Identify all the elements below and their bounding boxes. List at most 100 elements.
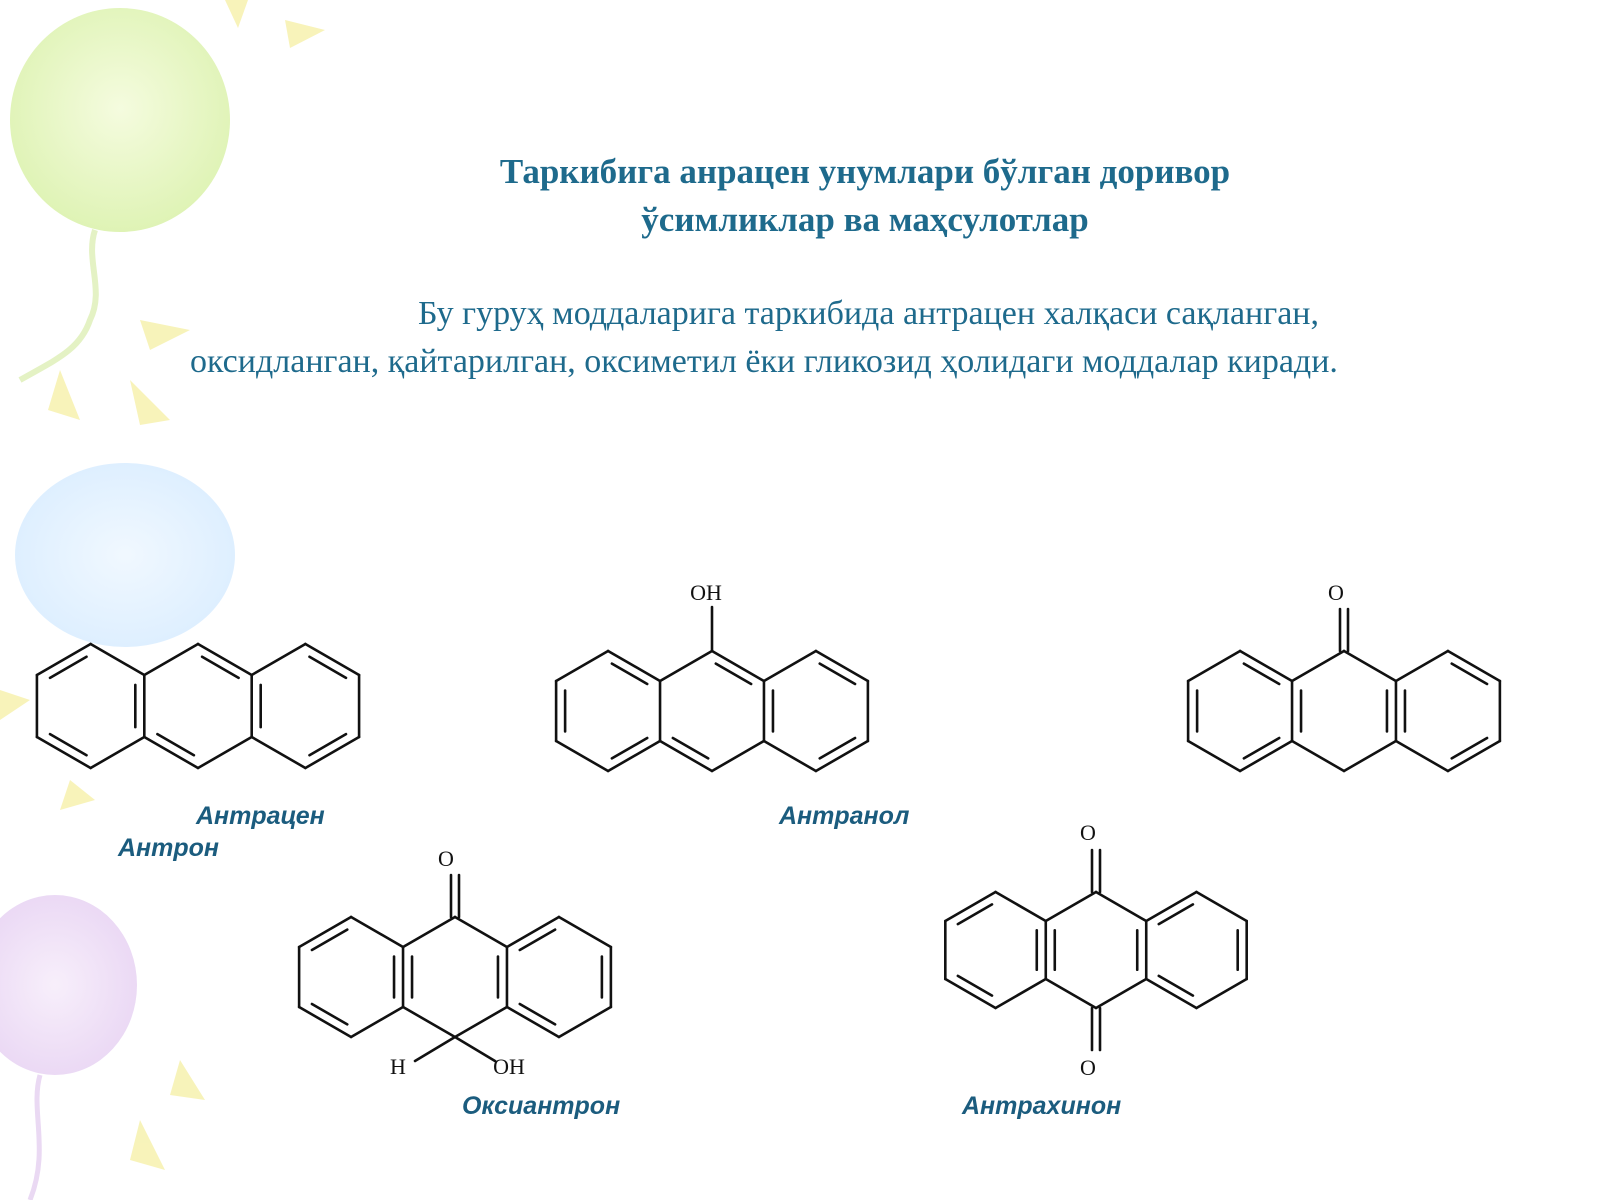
bond-line — [944, 977, 997, 1010]
oxyanthrone-o-label: O — [438, 846, 454, 871]
bond-line — [453, 915, 509, 949]
bond-line — [349, 915, 405, 949]
bond-line — [1094, 977, 1148, 1010]
bond-line — [1342, 649, 1398, 683]
title-line-2: ўсимликлар ва маҳсулотлар — [641, 200, 1089, 239]
paragraph-line-1: Бу гуруҳ моддаларига таркибида антрацен … — [418, 295, 1319, 332]
bond-line — [762, 739, 818, 773]
label-anthrone: Антрон — [118, 834, 220, 862]
bond-line — [401, 915, 457, 949]
bond-line — [658, 649, 714, 683]
bond-line — [1186, 649, 1242, 683]
double-bond-line — [818, 736, 857, 760]
bond-line — [814, 739, 870, 773]
double-bond-line — [714, 662, 753, 686]
label-anthraquinone: Антрахинон — [962, 1092, 1122, 1120]
anthraquinone-top-o-label: O — [1080, 820, 1096, 845]
bond-line — [606, 649, 662, 683]
bond-line — [1186, 739, 1242, 773]
bond-line — [710, 649, 766, 683]
bond-line — [658, 739, 714, 773]
bond-line — [1144, 890, 1198, 923]
molecule-anthraquinone: O O — [944, 820, 1248, 1080]
double-bond-line — [156, 732, 196, 757]
bond-line — [1195, 890, 1248, 923]
bond-line — [505, 915, 561, 949]
bond-line — [89, 642, 146, 677]
slide-title: Таркибига анрацен унумлари бўлган дориво… — [340, 148, 1390, 244]
double-bond-line — [671, 736, 710, 760]
bond-line — [413, 1035, 457, 1063]
bond-line — [196, 735, 253, 770]
molecule-anthrone: O — [1186, 580, 1502, 773]
bond-line — [297, 1005, 353, 1039]
double-bond-line — [518, 1002, 557, 1026]
bond-line — [1446, 649, 1502, 683]
anthranol-oh-label: OH — [690, 580, 722, 605]
double-bond-line — [1242, 736, 1281, 760]
bond-line — [710, 739, 766, 773]
double-bond-line — [310, 1002, 349, 1026]
bond-line — [453, 1035, 497, 1063]
double-bond-line — [518, 928, 557, 952]
intro-paragraph: Бу гуруҳ моддаларига таркибида антрацен … — [190, 290, 1570, 386]
bond-line — [994, 977, 1048, 1010]
bond-line — [1195, 977, 1248, 1010]
bond-line — [814, 649, 870, 683]
bond-line — [1044, 977, 1098, 1010]
bond-line — [606, 739, 662, 773]
oxyanthrone-h-label: H — [390, 1054, 406, 1079]
title-line-1: Таркибига анрацен унумлари бўлган дориво… — [499, 152, 1231, 191]
bond-line — [1094, 890, 1148, 923]
bond-line — [1290, 649, 1346, 683]
bond-line — [143, 642, 200, 677]
label-anthracene: Антрацен — [196, 802, 325, 830]
molecule-anthracene — [35, 642, 361, 770]
bond-line — [762, 649, 818, 683]
bond-line — [304, 642, 361, 677]
purple-balloon-icon — [0, 895, 137, 1075]
bond-line — [1144, 977, 1198, 1010]
bond-line — [1446, 739, 1502, 773]
bond-line — [1394, 649, 1450, 683]
bond-line — [994, 890, 1048, 923]
double-bond-line — [818, 662, 857, 686]
sun-rays-icon — [0, 0, 325, 1170]
bond-line — [1044, 890, 1098, 923]
bond-line — [196, 642, 253, 677]
double-bond-line — [1450, 662, 1489, 686]
anthraquinone-bottom-o-label: O — [1080, 1055, 1096, 1080]
bond-line — [554, 739, 610, 773]
double-bond-line — [200, 655, 240, 680]
bond-line — [453, 1005, 509, 1039]
double-bond-line — [610, 662, 649, 686]
bond-line — [35, 642, 92, 677]
bond-line — [1394, 739, 1450, 773]
bond-line — [1342, 739, 1398, 773]
green-balloon-icon — [10, 8, 230, 232]
label-oxyanthrone: Оксиантрон — [462, 1092, 621, 1120]
bond-line — [143, 735, 200, 770]
bond-line — [557, 1005, 613, 1039]
double-bond-line — [1450, 736, 1489, 760]
bond-line — [349, 1005, 405, 1039]
molecule-anthranol: OH — [554, 580, 870, 773]
double-bond-line — [1157, 974, 1195, 997]
double-bond-line — [1157, 903, 1195, 926]
paragraph-line-2: оксидланган, қайтарилган, оксиметил ёки … — [190, 343, 1338, 380]
bond-line — [1238, 649, 1294, 683]
bond-line — [944, 890, 997, 923]
double-bond-line — [956, 974, 994, 997]
bond-line — [250, 735, 307, 770]
double-bond-line — [308, 732, 348, 757]
molecule-oxyanthrone: O H OH — [297, 846, 613, 1079]
bond-line — [297, 915, 353, 949]
double-bond-line — [308, 655, 348, 680]
double-bond-line — [956, 903, 994, 926]
bond-line — [554, 649, 610, 683]
bond-line — [304, 735, 361, 770]
oxyanthrone-oh-label: OH — [493, 1054, 525, 1079]
bond-line — [1290, 739, 1346, 773]
